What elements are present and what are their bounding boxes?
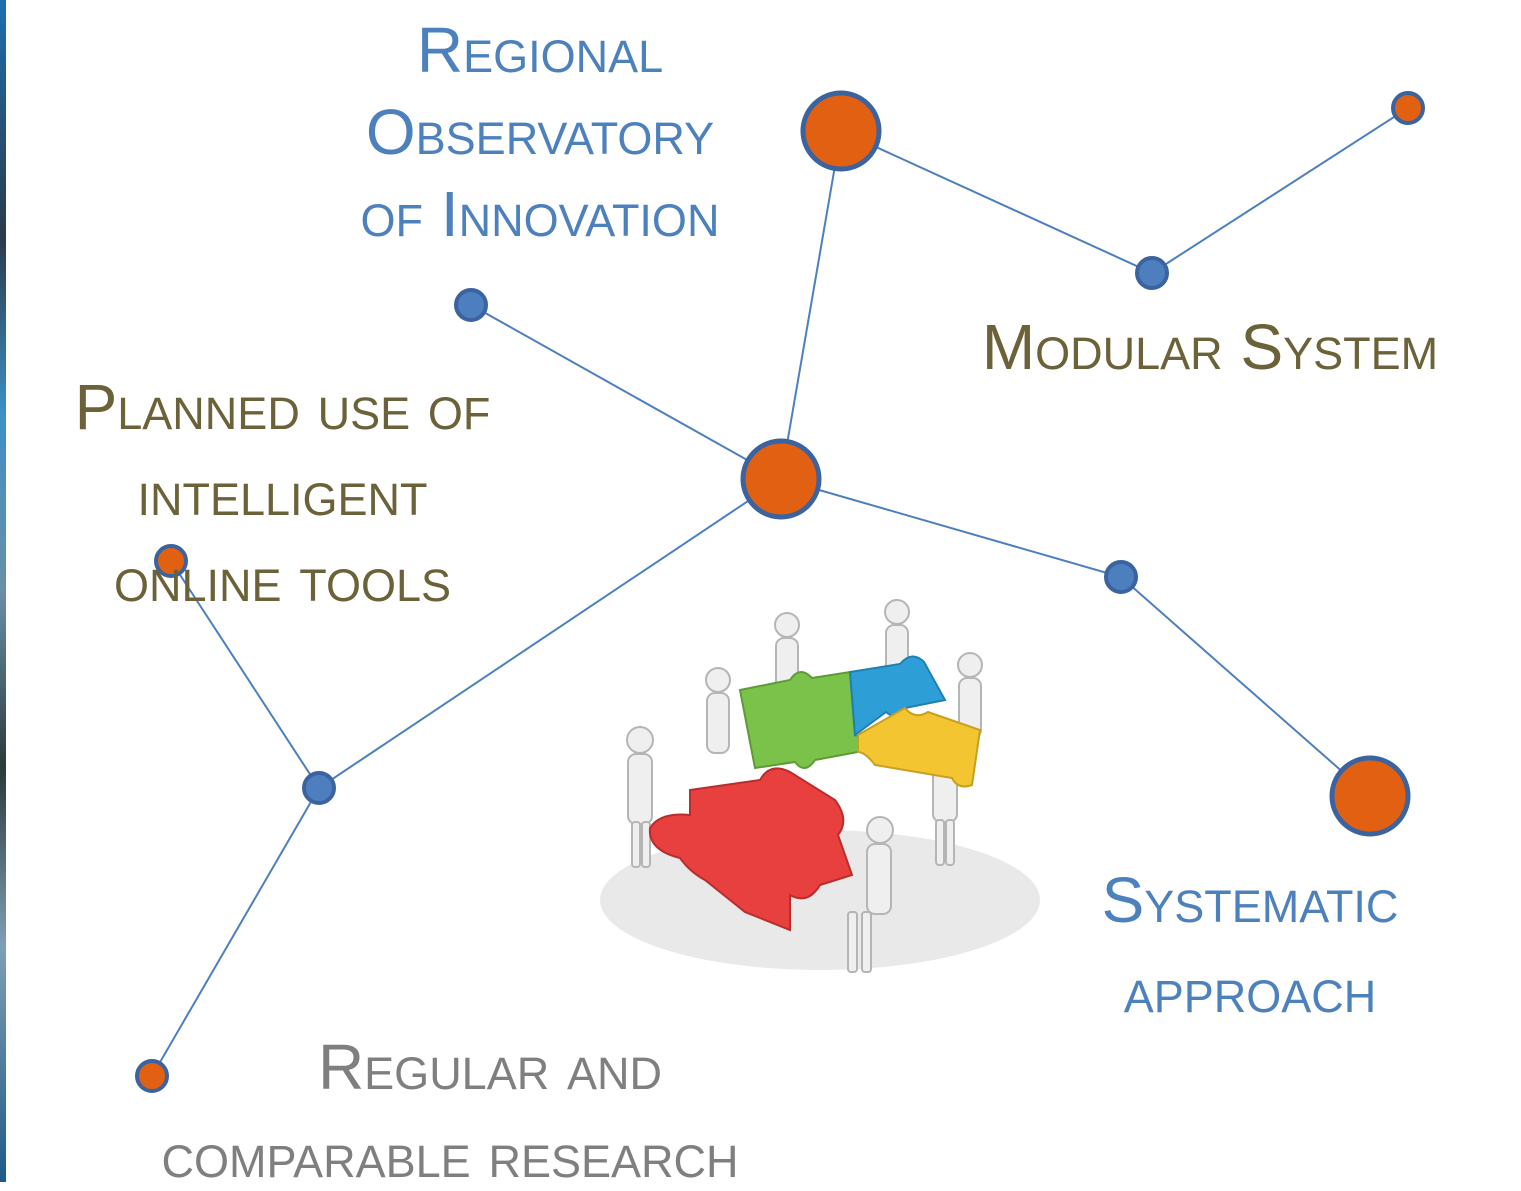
node-online-tools-end xyxy=(154,544,188,578)
label-regional-observatory: Regional Observatory of Innovation xyxy=(290,18,790,246)
label-line: of Innovation xyxy=(360,178,720,250)
node-planned-use-end xyxy=(454,288,488,322)
node-lower-left-junction xyxy=(302,771,336,805)
label-line: intelligent xyxy=(137,457,428,529)
puzzle-piece-blue xyxy=(848,655,947,737)
edge-hub-planned-use-end xyxy=(470,304,782,480)
figure-front-center xyxy=(847,816,894,973)
edge-lower-left-junction-regular-research-end xyxy=(151,787,320,1077)
node-systematic-end xyxy=(1329,755,1411,837)
node-hub xyxy=(740,438,822,520)
background-edge-strip xyxy=(0,0,6,1182)
edges-layer xyxy=(151,107,1409,1077)
node-observatory xyxy=(800,90,882,172)
node-systematic-junction xyxy=(1104,560,1138,594)
node-modular-end xyxy=(1391,91,1425,125)
label-line: Systematic xyxy=(1101,864,1399,936)
label-regular-research: Regular and comparable research xyxy=(40,1035,860,1187)
label-modular-system: Modular System xyxy=(910,315,1510,379)
puzzle-team-illustration xyxy=(600,599,1040,973)
figure-front-left xyxy=(626,726,654,868)
label-planned-use: Planned use of intelligent online tools xyxy=(0,375,565,611)
label-line: online tools xyxy=(113,543,452,615)
node-modular-junction xyxy=(1135,256,1169,290)
label-line: Planned use of xyxy=(74,371,491,443)
label-line: approach xyxy=(1123,954,1377,1026)
puzzle-piece-yellow xyxy=(857,706,982,788)
label-line: Regular and xyxy=(317,1031,663,1103)
edge-hub-systematic-junction xyxy=(780,478,1122,578)
edge-systematic-junction-systematic-end xyxy=(1120,576,1371,797)
puzzle-piece-green xyxy=(738,670,866,770)
edge-hub-observatory xyxy=(780,130,842,480)
label-line: comparable research xyxy=(161,1119,739,1191)
label-systematic-approach: Systematic approach xyxy=(1030,868,1470,1022)
edge-modular-junction-modular-end xyxy=(1151,107,1409,274)
node-regular-research-end xyxy=(135,1059,169,1093)
puzzle-piece-red xyxy=(648,767,854,932)
edge-hub-lower-left-junction xyxy=(318,478,782,789)
figure-left xyxy=(705,667,731,754)
edge-lower-left-junction-online-tools-end xyxy=(170,560,320,789)
label-line: Regional xyxy=(416,14,664,86)
figure-right xyxy=(957,652,983,739)
label-line: Modular System xyxy=(981,311,1439,383)
label-line: Observatory xyxy=(365,96,715,168)
nodes-layer xyxy=(135,90,1425,1093)
edge-observatory-modular-junction xyxy=(840,130,1153,274)
